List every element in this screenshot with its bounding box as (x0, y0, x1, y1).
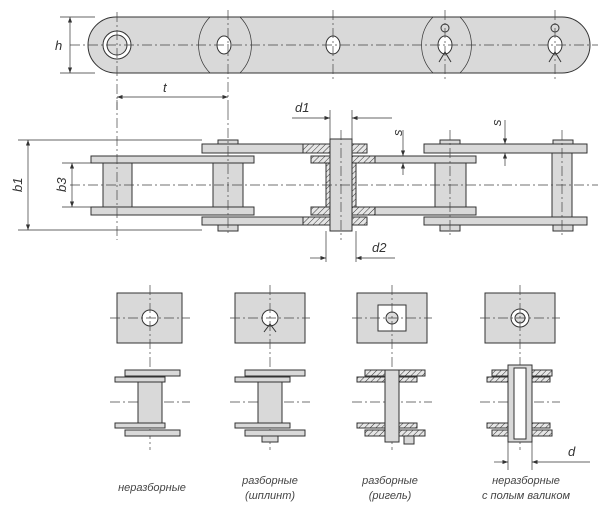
variant-captions: неразборные разборные (шплинт) разборные… (118, 475, 570, 502)
variant-details (110, 285, 590, 470)
top-view (60, 10, 598, 110)
caption-hollow-line1: неразборные (492, 475, 560, 487)
caption-cotter-line1: разборные (241, 475, 298, 487)
dim-s-left-label: s (390, 129, 405, 136)
caption-bolt-line2: (ригель) (369, 490, 412, 502)
dim-b1-label: b1 (10, 178, 25, 192)
dim-d2-label: d2 (372, 240, 387, 255)
side-section (18, 100, 598, 262)
caption-nonseparable: неразборные (118, 482, 186, 494)
caption-cotter-line2: (шплинт) (245, 490, 295, 502)
caption-hollow-line2: с полым валиком (482, 490, 571, 502)
dim-h-label: h (55, 38, 62, 53)
dim-d1-label: d1 (295, 100, 309, 115)
dim-b3-label: b3 (54, 177, 69, 192)
dim-d-label: d (568, 444, 576, 459)
dim-s-right-label: s (489, 119, 504, 126)
dim-t-label: t (163, 80, 168, 95)
caption-bolt-line1: разборные (361, 475, 418, 487)
